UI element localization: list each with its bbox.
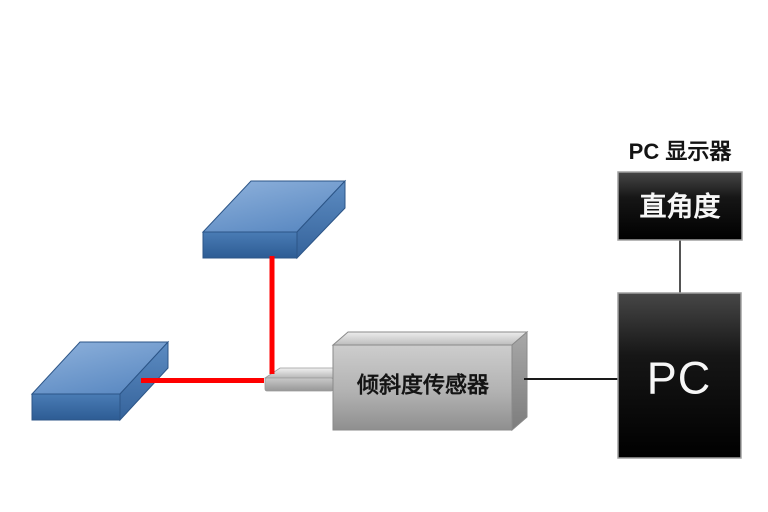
monitor-title: PC 显示器 (629, 139, 733, 164)
tilt-sensor-label: 倾斜度传感器 (356, 373, 490, 398)
tilt-sensor-right-face (511, 330, 528, 432)
monitor-display-rect (617, 171, 743, 241)
sensor-probe-front-face (264, 377, 334, 392)
laser-line-vertical (269, 256, 275, 374)
granite-block-upper (201, 179, 347, 260)
pc-rect (617, 292, 742, 459)
pc-label: PC (647, 353, 712, 404)
tilt-sensor-top-face (331, 331, 529, 346)
granite-block-lower-front-face (31, 393, 121, 421)
granite-block-upper-front-face (202, 231, 298, 259)
sensor-probe (263, 367, 350, 392)
monitor-display-box: 直角度 (617, 171, 743, 241)
tilt-sensor-front-face (332, 344, 513, 431)
monitor-display-value: 直角度 (640, 191, 721, 222)
pc-box: PC (617, 292, 742, 459)
laser-line-horizontal (141, 378, 264, 383)
tilt-sensor-box: 倾斜度传感器 (331, 330, 529, 432)
